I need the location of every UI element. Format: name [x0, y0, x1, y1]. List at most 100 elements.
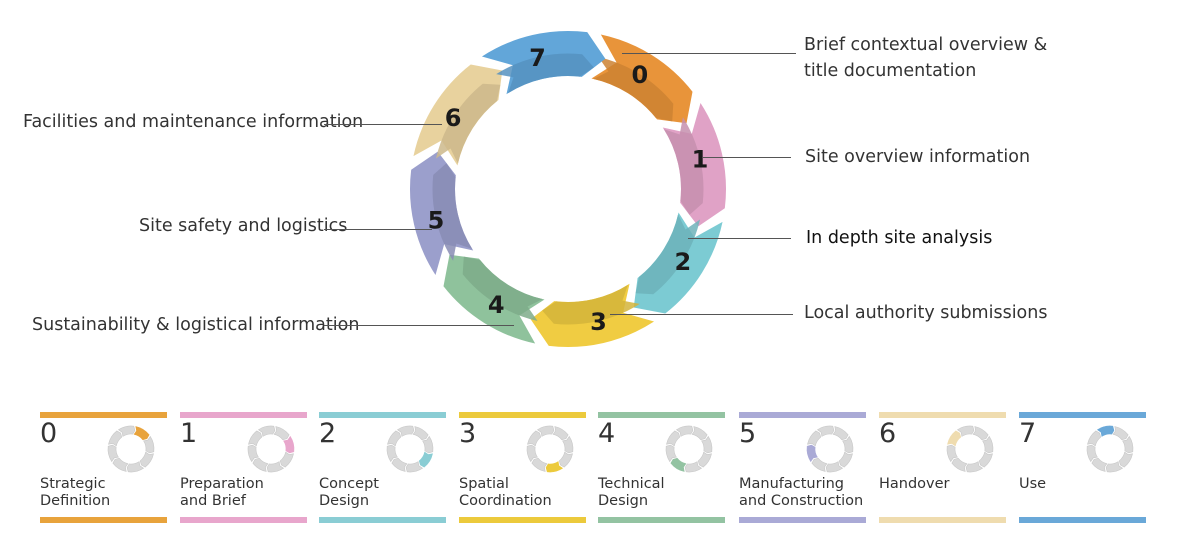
stage-4-number: 4 — [598, 418, 616, 449]
stage-5-bottom-bar — [739, 517, 866, 523]
stage-4-progress-ring-icon — [665, 425, 713, 473]
stage-2-ring-segment-1 — [422, 435, 434, 454]
stage-6-ring-segment-5 — [946, 444, 958, 463]
stage-2-bottom-bar — [319, 517, 446, 523]
stage-3-progress-ring-icon — [526, 425, 574, 473]
stage-7-ring-segment-3 — [1105, 461, 1124, 473]
stage-0-ring-segment-0 — [133, 426, 150, 441]
callout-stage-4: Sustainability & logistical information — [32, 315, 360, 335]
stage-1-ring-segment-1 — [283, 435, 295, 454]
stage-7-name-line1: Use — [1019, 476, 1047, 492]
cycle-segment-5-shade — [432, 163, 473, 261]
stage-7-number: 7 — [1019, 418, 1037, 449]
stage-1: 1 Preparation and Brief — [180, 412, 307, 524]
stage-6-ring-segment-3 — [965, 461, 984, 473]
stage-5-ring-segment-4 — [811, 457, 828, 472]
cycle-segment-5: 5 — [410, 151, 474, 276]
stage-4: 4 Technical Design — [598, 412, 725, 524]
stage-2-ring-segment-7 — [396, 425, 415, 437]
stage-1-ring-segment-0 — [273, 426, 290, 441]
stage-3-name-line2: Coordination — [459, 493, 552, 509]
stage-0-top-bar — [40, 412, 167, 418]
stage-2-top-bar — [319, 412, 446, 418]
stage-6-ring-segment-7 — [956, 425, 975, 437]
stage-0-progress-ring-icon — [107, 425, 155, 473]
stage-1-name-line1: Preparation — [180, 476, 264, 492]
stage-2-name-line1: Concept — [319, 476, 379, 492]
leader-line-2 — [688, 238, 791, 239]
cycle-segment-4-shade — [462, 256, 543, 322]
stage-6-ring-segment-6 — [947, 430, 962, 447]
stage-7-top-bar — [1019, 412, 1146, 418]
stage-3-name-line1: Spatial — [459, 476, 509, 492]
stage-6-top-bar — [879, 412, 1006, 418]
stage-6-ring-segment-4 — [951, 457, 968, 472]
stage-2-progress-ring-icon — [386, 425, 434, 473]
stage-7-ring-segment-4 — [1091, 457, 1108, 472]
stage-3-number: 3 — [459, 418, 477, 449]
stage-2-ring-segment-3 — [405, 461, 424, 473]
cycle-segment-2-shade — [635, 214, 701, 295]
cycle-segment-6-shade — [435, 83, 501, 164]
stage-7-ring-segment-5 — [1086, 444, 1098, 463]
stage-2-number: 2 — [319, 418, 337, 449]
cycle-segment-6: 6 — [413, 64, 503, 166]
cycle-segment-4: 4 — [443, 254, 545, 344]
stage-6-name: Handover — [879, 476, 950, 493]
leader-line-6 — [324, 124, 442, 125]
stage-5: 5 Manufacturing and Construction — [739, 412, 866, 524]
stage-5-ring-segment-1 — [842, 435, 854, 454]
stage-5-ring-segment-3 — [825, 461, 844, 473]
stage-6: 6 Handover — [879, 412, 1006, 524]
stage-4-ring-segment-5 — [665, 444, 677, 463]
cycle-segment-3: 3 — [530, 283, 655, 347]
stage-3-ring-segment-7 — [536, 425, 555, 437]
leader-line-1 — [703, 157, 791, 158]
cycle-segment-0: 0 — [591, 34, 693, 124]
stage-5-progress-ring-icon — [806, 425, 854, 473]
stage-3-ring-segment-0 — [552, 426, 569, 441]
stage-1-ring-segment-4 — [252, 457, 269, 472]
callout-stage-0-line1: Brief contextual overview & — [804, 35, 1048, 55]
stage-4-ring-segment-6 — [666, 430, 681, 447]
stage-4-ring-segment-4 — [670, 457, 687, 472]
callout-stage-3: Local authority submissions — [804, 303, 1048, 323]
stage-3-ring-segment-1 — [562, 435, 574, 454]
stage-2: 2 Concept Design — [319, 412, 446, 524]
callout-stage-0-line2: title documentation — [804, 61, 977, 81]
stage-3: 3 Spatial Coordination — [459, 412, 586, 524]
stage-4-top-bar — [598, 412, 725, 418]
stage-0-name-line1: Strategic — [40, 476, 106, 492]
stage-0-ring-segment-7 — [117, 425, 136, 437]
stage-3-ring-segment-5 — [526, 444, 538, 463]
stage-3-ring-segment-2 — [558, 451, 573, 468]
stage-3-ring-segment-6 — [527, 430, 542, 447]
stage-0-name: Strategic Definition — [40, 476, 110, 510]
stage-4-ring-segment-3 — [684, 461, 703, 473]
cycle-segment-3-label: 3 — [590, 308, 607, 336]
cycle-segment-2: 2 — [633, 212, 723, 314]
callout-stage-0: Brief contextual overview & title docume… — [804, 32, 1047, 84]
stage-5-top-bar — [739, 412, 866, 418]
stage-1-top-bar — [180, 412, 307, 418]
stage-6-progress-ring-icon — [946, 425, 994, 473]
stage-1-ring-segment-5 — [247, 444, 259, 463]
stage-1-name-line2: and Brief — [180, 493, 246, 509]
cycle-segment-4-label: 4 — [488, 291, 505, 319]
stage-2-name-line2: Design — [319, 493, 370, 509]
cycle-segment-0-label: 0 — [631, 61, 648, 89]
cycle-segment-1-shade — [663, 117, 704, 215]
stage-0-name-line2: Definition — [40, 493, 111, 509]
stage-7-ring-segment-7 — [1096, 425, 1115, 437]
stage-0-ring-segment-6 — [108, 430, 123, 447]
stage-5-name: Manufacturing and Construction — [739, 476, 863, 510]
leader-line-0 — [622, 53, 796, 54]
cycle-segment-0-shade — [593, 56, 674, 122]
stage-6-ring-segment-2 — [978, 451, 993, 468]
stage-5-name-line2: and Construction — [739, 493, 864, 509]
stage-4-name-line2: Design — [598, 493, 649, 509]
stage-5-name-line1: Manufacturing — [739, 476, 844, 492]
cycle-segment-7-shade — [496, 53, 594, 94]
stage-7-bottom-bar — [1019, 517, 1146, 523]
